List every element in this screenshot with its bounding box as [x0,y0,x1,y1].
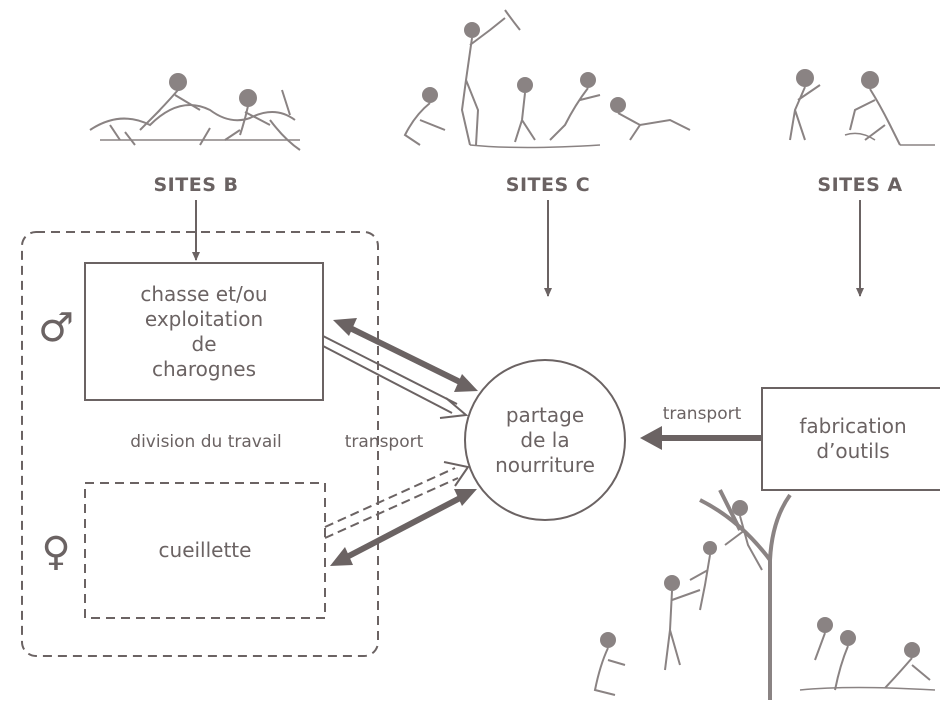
female-symbol-icon: ♀ [41,529,71,575]
division-du-travail-label: division du travail [130,432,282,452]
transport-right-label: transport [662,404,742,424]
tree-climbing-scene-illustration [593,489,936,700]
transport-left-label: transport [344,432,424,452]
chasse-partage-transport-arrow [322,335,469,419]
cueillette-partage-thick-arrow [330,489,477,566]
cueillette-partage-transport-arrow [324,461,470,539]
food-sharing-scene-illustration [403,9,691,149]
toolmaking-scene-illustration [789,69,935,146]
site-b-label: SITES B [153,174,239,196]
site-c-label: SITES C [505,174,591,196]
chasse-line-3: de [191,332,217,356]
fabrication-line-1: fabrication [799,414,907,438]
fabrication-partage-arrow [640,426,762,450]
cueillette-label: cueillette [158,538,252,562]
chasse-partage-thick-arrow [333,318,478,392]
site-a-label: SITES A [817,174,903,196]
partage-line-2: de la [520,428,570,452]
cueillette-box [84,482,326,619]
chasse-box [84,262,324,401]
partage-line-1: partage [505,403,585,427]
fabrication-label: fabrication d’outils [762,414,940,464]
male-symbol-icon: ♂ [38,305,74,351]
chasse-line-2: exploitation [144,307,264,331]
partage-label: partage de la nourriture [465,403,625,478]
butchering-scene-illustration [89,73,301,151]
chasse-line-1: chasse et/ou [140,282,268,306]
chasse-label: chasse et/ou exploitation de charognes [85,282,323,382]
chasse-line-4: charognes [151,357,257,381]
partage-circle [464,359,626,521]
fabrication-line-2: d’outils [816,439,890,463]
division-container [21,231,379,657]
fabrication-box [761,387,940,491]
partage-line-3: nourriture [495,453,595,477]
